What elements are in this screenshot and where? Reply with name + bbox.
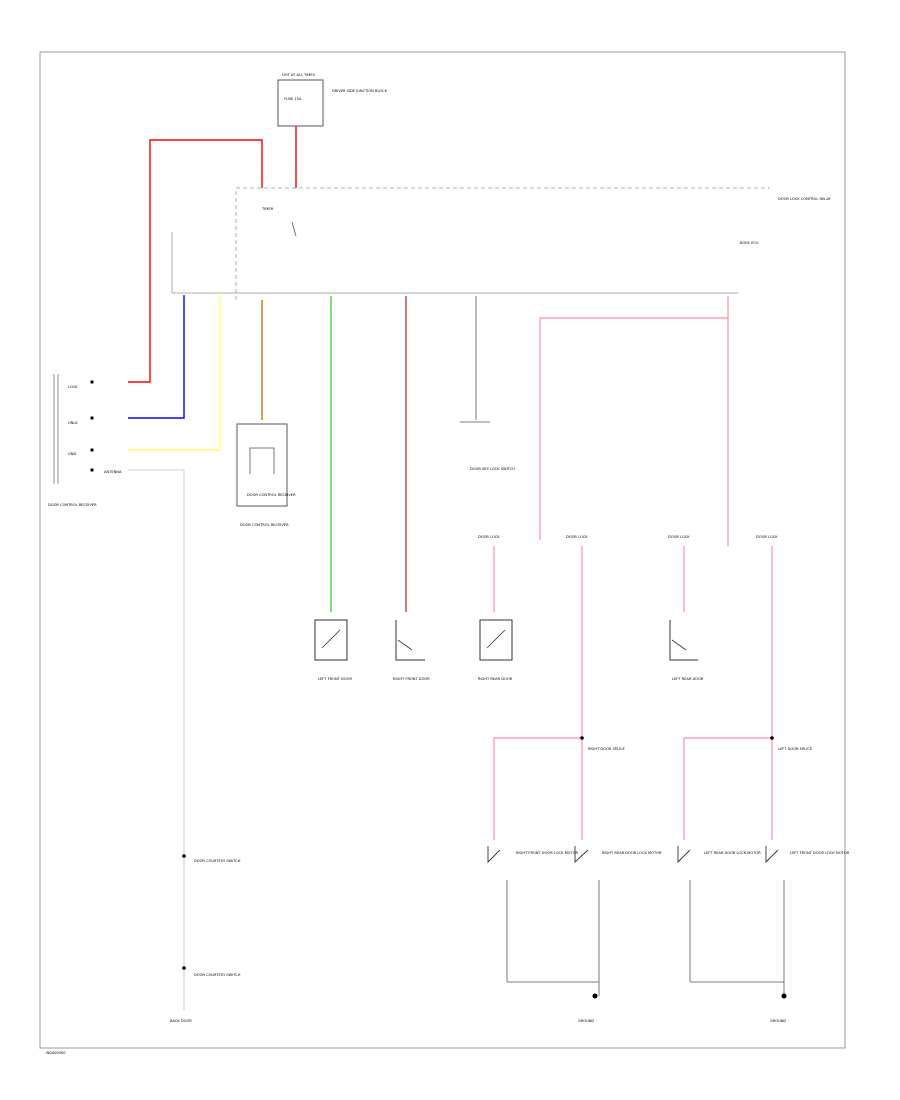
motor-lf-label: LEFT FRONT DOOR LOCK MOTOR — [790, 851, 850, 855]
back-door-label: BACK DOOR — [170, 1019, 192, 1023]
ground-mid-label: GROUND — [578, 1019, 594, 1023]
key-switch-label: DOOR KEY LOCK SWITCH — [470, 467, 515, 471]
door-lock-switches: LEFT FRONT DOOR RIGHT FRONT DOOR RIGHT R… — [314, 619, 704, 681]
top-fuse-header: HOT AT ALL TIMES — [282, 73, 316, 77]
splice-right-label: RIGHT DOOR SPLICE — [588, 747, 625, 751]
junction-side-label: DOOR LOCK CONTROL RELAY — [778, 197, 831, 201]
door-switch-b-label: DOOR COURTESY SWITCH — [194, 973, 241, 977]
door-lock-motors: RIGHT FRONT DOOR LOCK MOTOR RIGHT REAR D… — [487, 846, 850, 1023]
diagram-frame — [39, 51, 846, 1049]
junction-ecu-label: BODY ECU — [740, 241, 759, 245]
branch-wires: DOOR KEY LOCK SWITCH — [330, 296, 729, 612]
timer-label: TIMER — [261, 207, 274, 211]
courtesy-switches: DOOR COURTESY SWITCH DOOR COURTESY SWITC… — [170, 854, 241, 1023]
switch-rf-label: RIGHT FRONT DOOR — [393, 677, 430, 681]
pin-antenna-label: ANTENNA — [104, 470, 122, 474]
top-fuse-body: FUSE 15A — [284, 97, 302, 101]
receiver-caption: DOOR CONTROL RECEIVER — [240, 523, 289, 527]
pin-lock-label: LOCK — [68, 385, 78, 389]
motor-lr-label: LEFT REAR DOOR LOCK MOTOR — [704, 851, 761, 855]
header-a: DOOR LOCK — [478, 535, 500, 539]
ground-right-label: GROUND — [770, 1019, 786, 1023]
switch-rr-label: RIGHT REAR DOOR — [478, 677, 513, 681]
splice-left-label: LEFT DOOR SPLICE — [778, 747, 813, 751]
junction-block: DOOR LOCK CONTROL RELAY BODY ECU TIMER — [171, 187, 831, 300]
header-d: DOOR LOCK — [756, 535, 778, 539]
motor-rf-label: RIGHT FRONT DOOR LOCK MOTOR — [516, 851, 579, 855]
switch-lf-label: LEFT FRONT DOOR — [318, 677, 352, 681]
pin-unlock-label: UNLK — [68, 421, 78, 425]
header-c: DOOR LOCK — [668, 535, 690, 539]
pin-ground-label: GND — [68, 452, 76, 456]
header-b: DOOR LOCK — [566, 535, 588, 539]
footer-code: W0000000 — [46, 1051, 66, 1055]
receiver-box-text: DOOR CONTROL RECEIVER — [247, 493, 296, 497]
top-fuse-side: DRIVER SIDE JUNCTION BLOCK — [332, 89, 388, 93]
module-label: DOOR CONTROL RECEIVER — [48, 503, 97, 507]
receiver-box: DOOR CONTROL RECEIVER DOOR CONTROL RECEI… — [236, 300, 296, 527]
power-wires — [128, 126, 297, 1010]
top-fuse-box: HOT AT ALL TIMES FUSE 15A DRIVER SIDE JU… — [277, 73, 388, 127]
switch-lr-label: LEFT REAR DOOR — [672, 677, 704, 681]
door-switch-a-label: DOOR COURTESY SWITCH — [194, 859, 241, 863]
motor-rr-label: RIGHT REAR DOOR LOCK MOTOR — [602, 851, 662, 855]
lock-columns: DOOR LOCK DOOR LOCK DOOR LOCK DOOR LOCK … — [478, 535, 813, 840]
door-control-module: LOCK UNLK GND ANTENNA DOOR CONTROL RECEI… — [48, 374, 122, 507]
